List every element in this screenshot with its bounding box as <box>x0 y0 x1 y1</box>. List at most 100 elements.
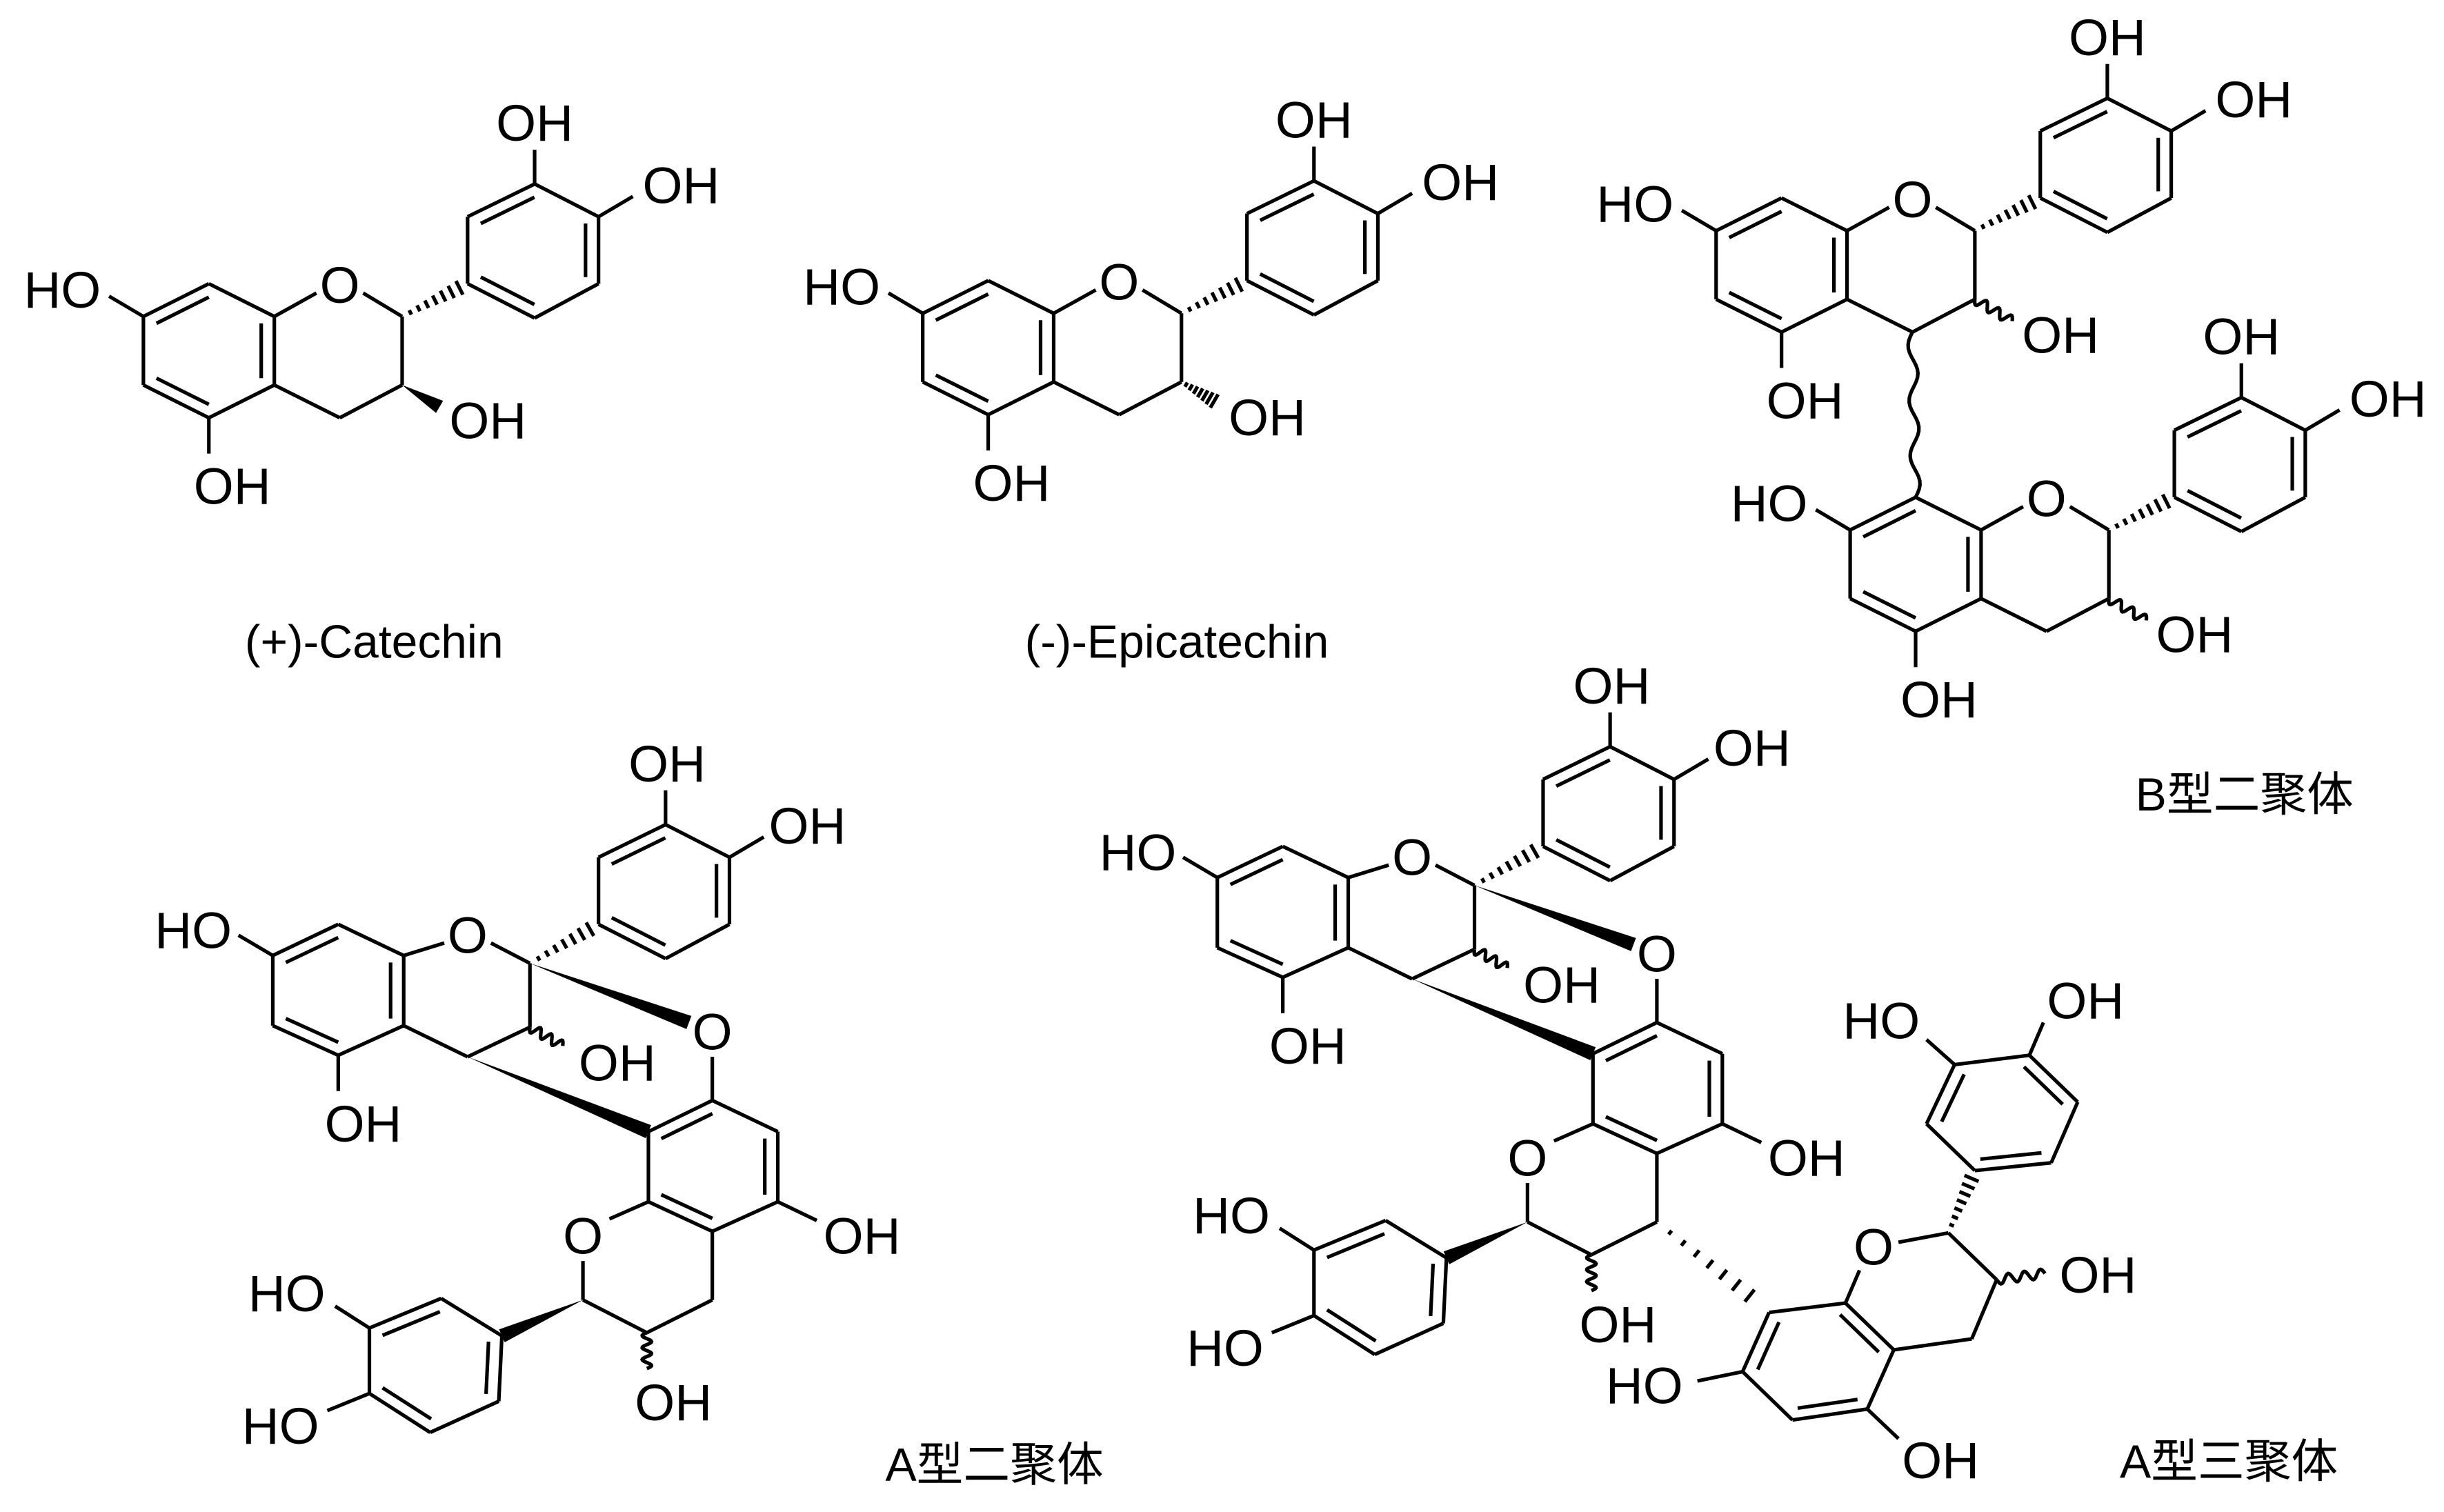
bond <box>608 1200 650 1221</box>
wavy-bond <box>1973 299 2014 322</box>
hashed-bond-segment <box>1705 1259 1715 1269</box>
bond <box>1553 1122 1594 1143</box>
bond <box>272 922 339 957</box>
bond <box>2039 97 2109 133</box>
wedge-bond <box>401 385 444 413</box>
bond <box>987 279 1055 315</box>
b-dimer-caption: B型二聚体 <box>2136 769 2354 821</box>
atom-label: OH <box>2059 1246 2136 1304</box>
bond <box>1980 1151 2042 1161</box>
bond <box>237 933 274 957</box>
bond <box>466 182 536 219</box>
atom-label: HO <box>155 902 232 959</box>
hashed-bond-segment <box>2027 194 2038 210</box>
hydroxyl-3prime-label: OH <box>1275 92 1353 149</box>
atom-label: OH <box>1573 657 1650 715</box>
hashed-bond-segment <box>1496 866 1504 875</box>
hashed-bond-segment <box>584 922 596 937</box>
hydroxyl-5-label: OH <box>973 455 1051 512</box>
hashed-bond-segment <box>1513 855 1522 868</box>
bond <box>1769 1301 1846 1315</box>
bond <box>1914 495 1983 532</box>
hashed-bond-segment <box>1233 277 1244 292</box>
bond <box>337 922 405 957</box>
bond <box>2304 408 2341 432</box>
atom-label: HO <box>1100 824 1177 882</box>
hydroxyl-4prime-label: OH <box>2215 71 2292 128</box>
bond <box>1411 947 1476 981</box>
bond <box>1259 192 1315 222</box>
hashed-bond-segment <box>2122 518 2129 526</box>
atom-label: O <box>563 1207 603 1264</box>
bond <box>208 282 275 319</box>
catechin-caption: (+)-Catechin <box>245 617 504 668</box>
atom-label: O <box>1854 1218 1894 1275</box>
bond <box>1118 380 1182 417</box>
bond <box>2106 196 2172 235</box>
bond <box>1182 855 1219 879</box>
hashed-bond-segment <box>2138 508 2146 519</box>
bond <box>935 373 989 404</box>
ring-oxygen-label: O <box>1892 171 1932 228</box>
bond <box>1925 1038 1956 1066</box>
hashed-bond-segment <box>2145 503 2154 516</box>
hashed-bond-segment <box>2003 209 2011 220</box>
bond <box>2049 1101 2080 1164</box>
ring-oxygen-label: O <box>1099 254 1139 311</box>
bond <box>429 1400 500 1435</box>
hydroxyl-3-label: OH <box>1229 389 1306 446</box>
bond <box>660 1112 713 1140</box>
bond <box>1715 297 1782 334</box>
hashed-bond-segment <box>1183 381 1189 388</box>
bond <box>1728 290 1782 321</box>
hashed-bond-segment <box>1692 1249 1701 1258</box>
hashed-bond-segment <box>1667 1229 1673 1236</box>
hashed-bond-segment <box>568 933 577 945</box>
hashed-bond-segment <box>1680 1239 1687 1247</box>
bond <box>208 383 275 419</box>
hydroxyl-3-label: OH <box>2022 306 2099 364</box>
bond <box>466 1025 531 1059</box>
hydroxyl-5-label: OH <box>194 458 271 515</box>
bond <box>1592 1122 1658 1155</box>
bond <box>108 295 145 319</box>
bond <box>1373 1322 1444 1357</box>
hashed-bond-segment <box>1961 1182 1976 1191</box>
wedge-bond <box>499 1300 584 1342</box>
bond <box>1740 1311 1771 1373</box>
atom-label: OH <box>1713 719 1791 777</box>
hashed-bond-segment <box>1718 1269 1729 1281</box>
bond <box>664 922 731 961</box>
wavy-bond <box>1584 1253 1598 1293</box>
atom-label: OH <box>635 1374 712 1431</box>
bond <box>1347 946 1413 981</box>
hydroxyl-3prime-label: OH <box>496 94 573 152</box>
ring-oxygen-label: O <box>320 257 360 314</box>
bond <box>660 1193 713 1220</box>
hashed-bond-segment <box>2019 199 2029 213</box>
hashed-bond-segment <box>2129 513 2137 523</box>
ring-oxygen-label: O <box>2027 470 2067 528</box>
bond <box>1865 1349 1896 1410</box>
bond <box>1216 844 1284 879</box>
bond <box>1947 1231 1998 1282</box>
hashed-bond-segment <box>1480 877 1486 884</box>
hydroxyl-4prime-label: OH <box>1422 154 1499 211</box>
bond <box>1282 946 1349 979</box>
bond <box>2052 110 2108 140</box>
bond <box>1555 838 1611 869</box>
wavy-bond <box>639 1331 654 1371</box>
bond <box>1656 1021 1723 1055</box>
hashed-bond-segment <box>1954 1206 1963 1213</box>
bond <box>1792 1407 1868 1422</box>
bond <box>1721 1122 1762 1144</box>
bond <box>1326 1232 1386 1260</box>
bond <box>155 295 210 326</box>
bond <box>1844 1302 1896 1351</box>
hashed-bond-segment <box>1963 1173 1980 1184</box>
